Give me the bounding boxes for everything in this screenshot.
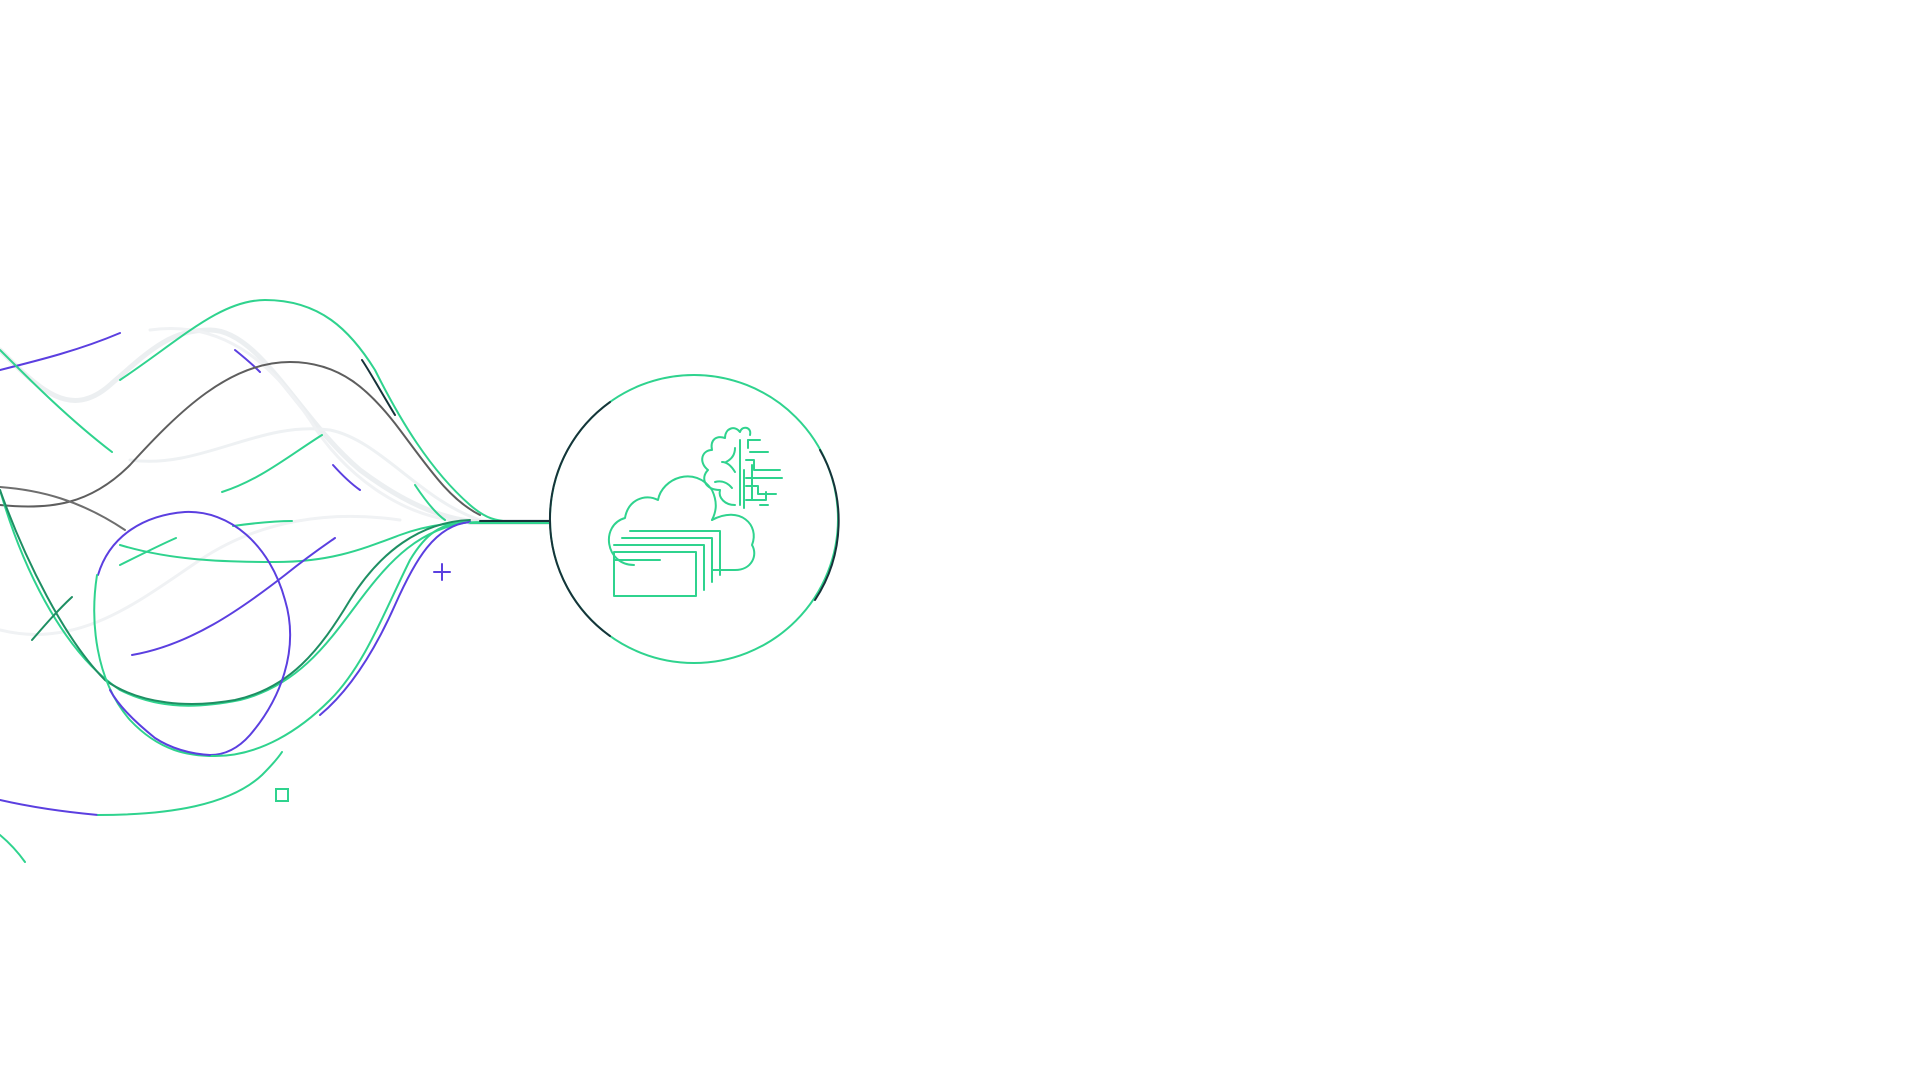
strand-dark-short — [361, 359, 396, 416]
strand-green-wave — [119, 521, 491, 563]
cloud-ai-brain-icon — [608, 426, 783, 597]
strand-gray-arc — [0, 361, 481, 516]
strand-dark-green-long — [0, 489, 471, 705]
strand-purple-loop-tail — [109, 689, 211, 756]
strand-green-slash-3 — [232, 520, 293, 527]
faint-strand-2 — [128, 427, 482, 522]
strand-green-slash-5 — [119, 537, 177, 566]
square-icon — [275, 788, 289, 802]
strand-bottom-green — [97, 751, 283, 816]
strand-purple-loop — [97, 510, 292, 756]
strand-green-slash-1 — [0, 349, 113, 453]
strand-bottom-purple — [0, 799, 99, 816]
strand-green-long — [0, 489, 471, 707]
strand-green-dash-4 — [414, 484, 446, 521]
hub-ring-dark-left — [548, 401, 611, 637]
faint-strand-4 — [148, 327, 472, 524]
faint-strands — [0, 327, 593, 636]
flow-strands — [0, 299, 599, 863]
strand-purple-dash-2 — [332, 464, 361, 491]
hub-ring-green — [549, 374, 839, 664]
strand-purple-dash-1 — [234, 349, 261, 373]
hub-ring-dark-right — [814, 449, 840, 601]
strand-green-slash-6 — [31, 596, 73, 641]
hub-node — [548, 374, 840, 664]
strand-green-slash-2 — [221, 434, 323, 493]
strand-green-loop — [93, 521, 471, 757]
strand-purple-mid — [131, 537, 336, 656]
faint-strand-1 — [0, 327, 483, 525]
plus-icon — [433, 563, 451, 581]
strand-gray-left — [0, 486, 126, 531]
strand-purple-right — [319, 521, 471, 716]
strand-top-purple — [0, 332, 121, 371]
strand-bottom-corner — [0, 834, 26, 863]
strand-top-green — [119, 299, 521, 523]
